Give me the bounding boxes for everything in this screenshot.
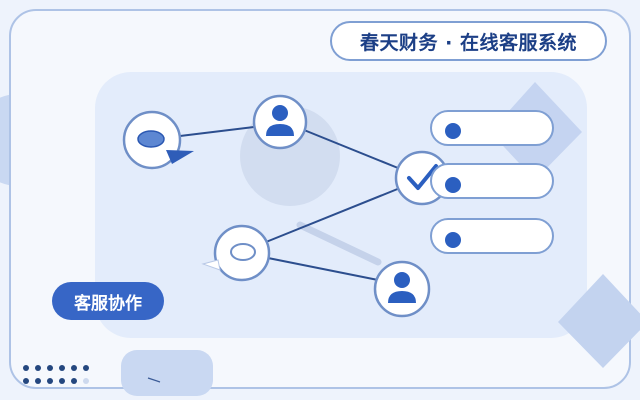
- bg-dash: [147, 377, 161, 383]
- dot-grid: [23, 365, 89, 384]
- chat-bubble-icon: [122, 110, 194, 170]
- user-avatar-icon: [252, 94, 308, 150]
- bg-faint-stroke: [296, 221, 382, 266]
- bullet-dot-icon: [445, 177, 461, 193]
- chat-bubble-icon: [201, 224, 271, 282]
- list-item: [430, 163, 554, 199]
- bg-diamond-bottom: [558, 274, 640, 368]
- user-avatar-icon: [373, 260, 431, 318]
- list-item: [430, 110, 554, 146]
- page-title: 春天财务 · 在线客服系统: [330, 21, 607, 61]
- list-item: [430, 218, 554, 254]
- connection-lines: [179, 126, 401, 281]
- bg-rounded-block: [121, 350, 213, 396]
- bullet-dot-icon: [445, 232, 461, 248]
- collab-badge: 客服协作: [52, 282, 164, 320]
- bullet-dot-icon: [445, 123, 461, 139]
